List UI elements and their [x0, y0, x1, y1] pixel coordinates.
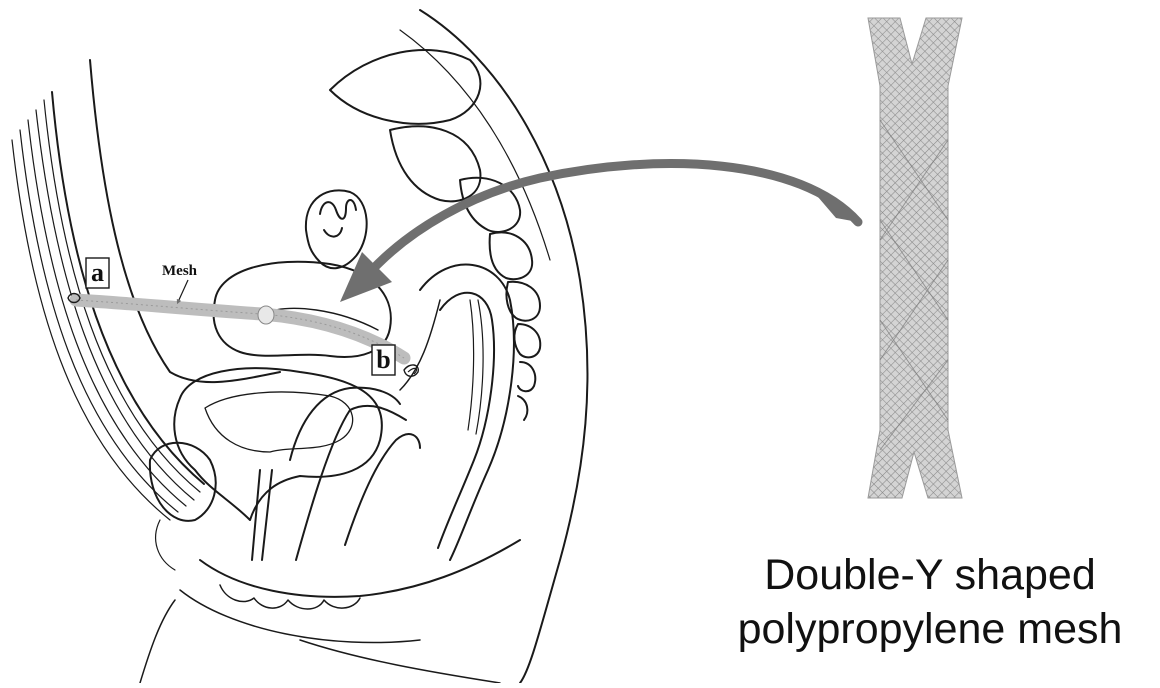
caption-line-1: Double-Y shaped [700, 548, 1160, 602]
placement-arrow [340, 164, 858, 302]
vagina [290, 388, 420, 560]
rectum [420, 265, 514, 560]
double-y-mesh-specimen [868, 18, 962, 498]
pelvis-section [12, 10, 587, 683]
mesh-label: Mesh [162, 263, 198, 302]
peritoneum-anterior [90, 60, 280, 382]
mesh-pointer-arrow [178, 280, 188, 302]
caption-line-2: polypropylene mesh [700, 602, 1160, 656]
label-a: a [86, 258, 109, 288]
label-a-text: a [91, 258, 104, 287]
mesh-caption: Double-Y shaped polypropylene mesh [700, 548, 1160, 656]
mesh-label-text: Mesh [162, 263, 198, 279]
label-b-text: b [376, 345, 390, 374]
bowel-loop [306, 190, 367, 268]
sacrum [330, 50, 540, 420]
implanted-mesh [68, 294, 418, 377]
label-b: b [372, 345, 395, 375]
